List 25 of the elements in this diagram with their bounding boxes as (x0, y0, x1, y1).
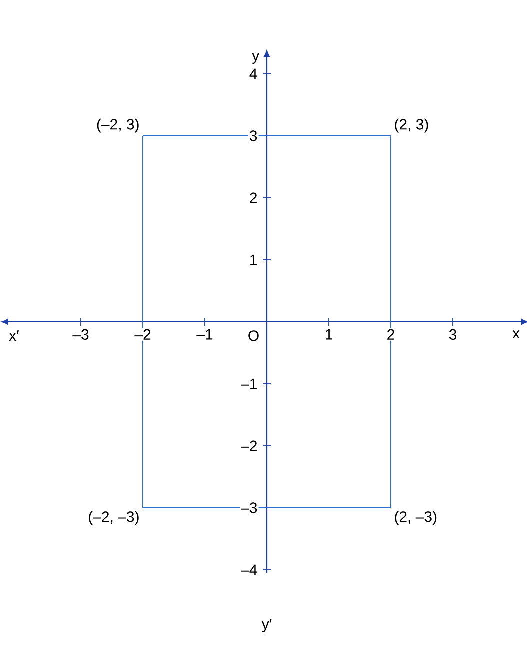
tick-label: –3 (241, 502, 258, 514)
rectangle-side (142, 136, 144, 508)
tick-label: 2 (388, 329, 394, 340)
tick-label: 1 (326, 329, 332, 340)
axis-label: y′ (262, 619, 272, 632)
axis-label: y (252, 52, 260, 64)
point-label: (–2, 3) (97, 118, 139, 133)
axis-label: x (512, 330, 520, 339)
tick-label: –2 (134, 329, 151, 340)
tick-label: –3 (72, 329, 89, 340)
tick-label: 2 (250, 192, 257, 204)
tick-label: 1 (250, 254, 257, 266)
tick-label: 3 (250, 130, 258, 142)
tick-label: –2 (241, 440, 257, 452)
tick-label: –4 (241, 564, 258, 576)
tick-label: –1 (241, 378, 257, 390)
tick-label: 3 (449, 329, 457, 340)
rectangle-side (390, 136, 392, 508)
tick-label: –1 (196, 329, 213, 340)
axis-label: x′ (9, 330, 20, 341)
tick-label: 4 (250, 68, 258, 80)
point-label: (2, 3) (395, 118, 428, 133)
point-label: (2, –3) (395, 511, 437, 526)
origin-label: O (248, 330, 259, 342)
point-label: (–2, –3) (89, 511, 139, 526)
